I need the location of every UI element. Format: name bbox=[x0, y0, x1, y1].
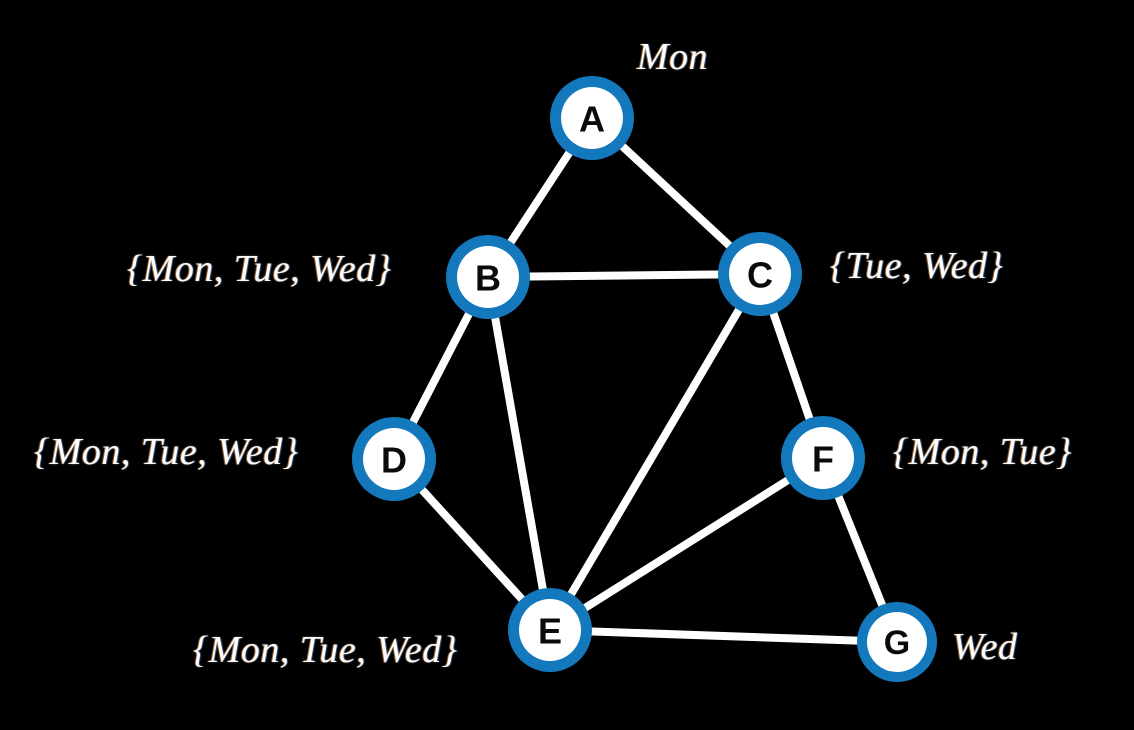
node-fill-f bbox=[792, 427, 854, 489]
node-letter-e: E bbox=[538, 611, 562, 652]
graph-edge-c-e bbox=[546, 270, 764, 634]
graph-node-b[interactable]: B bbox=[446, 235, 530, 319]
graph-edge-e-f bbox=[546, 454, 827, 634]
node-letter-g: G bbox=[884, 624, 910, 662]
graph-edge-e-g bbox=[546, 626, 901, 646]
graph-edge-b-c bbox=[484, 270, 764, 281]
node-fill-d bbox=[363, 428, 425, 490]
node-letter-d: D bbox=[381, 440, 407, 481]
graph-node-a[interactable]: A bbox=[550, 76, 634, 160]
graph-node-g[interactable]: G bbox=[857, 602, 937, 682]
node-fill-e bbox=[519, 599, 581, 661]
node-fill-c bbox=[729, 243, 791, 305]
node-letter-c: C bbox=[747, 255, 773, 296]
domain-label-b: {Mon, Tue, Wed} bbox=[127, 248, 392, 290]
domain-label-d: {Mon, Tue, Wed} bbox=[34, 431, 299, 473]
node-letter-f: F bbox=[812, 439, 834, 480]
node-fill-a bbox=[561, 87, 623, 149]
node-fill-b bbox=[457, 246, 519, 308]
edge-layer bbox=[390, 114, 901, 646]
domain-label-a: Mon bbox=[637, 36, 709, 78]
domain-label-f: {Mon, Tue} bbox=[893, 431, 1072, 473]
graph-node-d[interactable]: D bbox=[352, 417, 436, 501]
graph-edge-b-e bbox=[484, 273, 554, 634]
node-layer: A B C D E F G bbox=[352, 76, 937, 682]
domain-label-c: {Tue, Wed} bbox=[830, 245, 1004, 287]
graph-node-e[interactable]: E bbox=[508, 588, 592, 672]
node-fill-g bbox=[867, 612, 927, 672]
graph-node-f[interactable]: F bbox=[781, 416, 865, 500]
domain-label-g: Wed bbox=[952, 626, 1018, 668]
node-letter-b: B bbox=[475, 258, 501, 299]
node-letter-a: A bbox=[579, 99, 605, 140]
graph-node-c[interactable]: C bbox=[718, 232, 802, 316]
domain-label-e: {Mon, Tue, Wed} bbox=[193, 629, 458, 671]
